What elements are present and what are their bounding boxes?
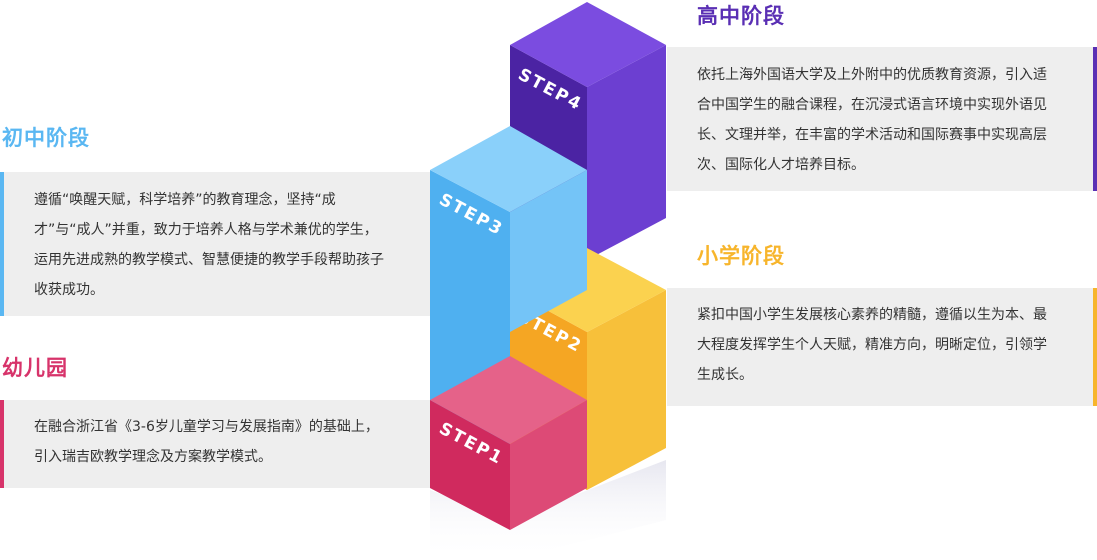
primary-stage-text: 紧扣中国小学生发展核心素养的精髓，遵循以生为本、最大程度发挥学生个人天赋，精准方…	[697, 307, 1047, 383]
step2-right-face	[587, 290, 666, 490]
step1-top-face	[430, 356, 587, 444]
junior-stage-text: 遵循“唤醒天赋，科学培养”的教育理念，坚持“成才”与“成人”并重，致力于培养人格…	[34, 192, 384, 298]
kindergarten-stage-text: 在融合浙江省《3-6岁儿童学习与发展指南》的基础上，引入瑞吉欧教学理念及方案教学…	[34, 419, 379, 465]
kindergarten-stage-title: 幼儿园	[2, 356, 68, 380]
step1-block: STEP1	[430, 356, 587, 530]
step3-right-face	[510, 170, 587, 332]
senior-stage-panel: 依托上海外国语大学及上外附中的优质教育资源，引入适合中国学生的融合课程，在沉浸式…	[667, 47, 1097, 191]
step4-top-face	[510, 2, 666, 87]
kindergarten-stage-panel: 在融合浙江省《3-6岁儿童学习与发展指南》的基础上，引入瑞吉欧教学理念及方案教学…	[0, 400, 430, 488]
step1-right-face	[510, 400, 587, 530]
primary-stage-panel: 紧扣中国小学生发展核心素养的精髓，遵循以生为本、最大程度发挥学生个人天赋，精准方…	[667, 288, 1097, 406]
senior-stage-title: 高中阶段	[697, 4, 785, 28]
junior-stage-panel: 遵循“唤醒天赋，科学培养”的教育理念，坚持“成才”与“成人”并重，致力于培养人格…	[0, 172, 430, 316]
junior-stage-title: 初中阶段	[2, 126, 90, 150]
step4-right-face	[587, 45, 666, 260]
step1-left-face	[430, 400, 510, 530]
step3-top-face	[430, 126, 587, 212]
primary-stage-title: 小学阶段	[697, 244, 785, 268]
senior-stage-text: 依托上海外国语大学及上外附中的优质教育资源，引入适合中国学生的融合课程，在沉浸式…	[697, 67, 1047, 173]
floor-shadow	[430, 460, 666, 560]
